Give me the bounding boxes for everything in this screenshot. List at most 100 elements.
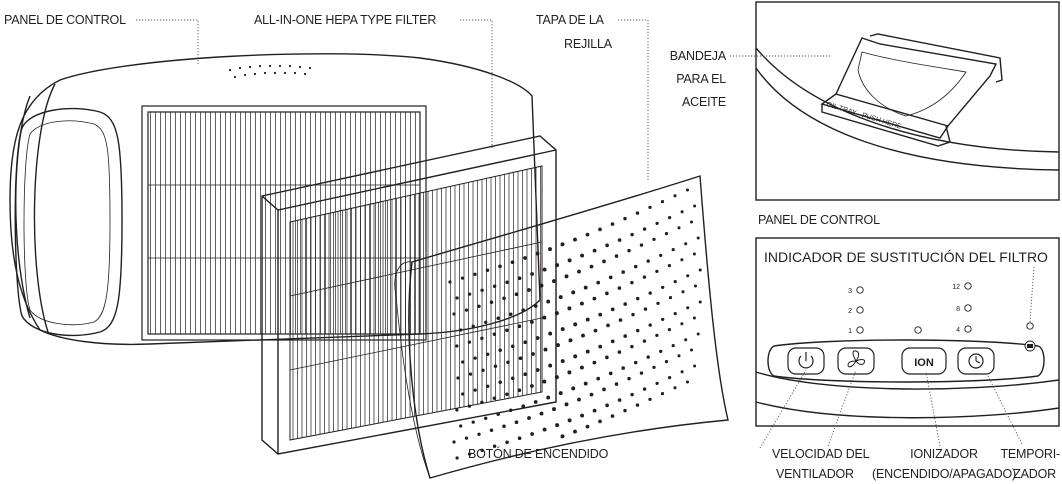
timer-level-4: 4	[956, 327, 960, 334]
label-oil-tray-1: BANDEJA	[670, 49, 727, 63]
vent-hole	[642, 227, 647, 231]
vent-hole	[646, 355, 650, 359]
vent-hole	[623, 334, 627, 338]
vent-hole	[655, 221, 659, 226]
vent-hole	[514, 420, 519, 425]
label-panel-control-top: PANEL DE CONTROL	[4, 13, 126, 27]
vent-hole	[642, 387, 647, 391]
vent-hole	[484, 416, 488, 420]
vent-hole	[505, 440, 509, 445]
vent-hole	[527, 288, 531, 292]
vent-hole	[596, 280, 601, 285]
label-panel-control-section: PANEL DE CONTROL	[758, 213, 880, 227]
label-fan-speed-1: VELOCIDAD DEL	[772, 447, 870, 461]
vent-hole	[505, 328, 509, 333]
vent-hole	[467, 452, 472, 456]
vent-hole	[633, 360, 638, 365]
vent-hole	[659, 253, 663, 258]
vent-hole	[671, 344, 675, 348]
vent-hole	[605, 291, 609, 296]
vent-hole	[496, 412, 500, 417]
vent-hole	[558, 295, 563, 300]
vent-hole	[673, 280, 677, 284]
vent-hole	[631, 312, 635, 317]
vent-hole	[455, 344, 459, 348]
vent-hole	[671, 248, 675, 252]
label-ionizer-2: (ENCENDIDO/APAGADO)	[872, 467, 1016, 481]
vent-hole	[585, 424, 590, 429]
vent-hole	[546, 395, 551, 400]
vent-hole	[698, 268, 702, 272]
vent-hole	[530, 384, 534, 388]
filter-indicator	[1024, 322, 1036, 352]
vent-hole	[635, 296, 640, 301]
vent-hole	[571, 290, 576, 295]
ionizer-button[interactable]: ION	[901, 347, 947, 375]
vent-hole	[473, 272, 477, 276]
vent-hole	[639, 371, 644, 375]
vent-hole	[585, 349, 590, 354]
vent-hole	[621, 366, 625, 370]
vent-hole	[627, 248, 631, 253]
vent-hole	[614, 382, 619, 386]
power-button[interactable]	[787, 347, 825, 375]
vent-hole	[648, 323, 652, 327]
vent-hole	[560, 327, 565, 332]
timer-button[interactable]	[957, 347, 995, 375]
vent-hole	[523, 256, 527, 260]
vent-hole	[502, 296, 506, 301]
vent-hole	[573, 322, 578, 327]
vent-hole	[668, 296, 673, 300]
vent-hole	[517, 324, 522, 329]
vent-hole	[585, 232, 590, 237]
vent-hole	[610, 414, 615, 418]
vent-hole	[555, 263, 560, 268]
vent-hole	[610, 339, 615, 344]
vent-hole	[686, 306, 690, 310]
vent-hole	[496, 316, 500, 321]
hepa-filter	[261, 135, 557, 455]
vent-hole	[455, 408, 459, 412]
vent-hole	[505, 392, 509, 397]
vent-hole	[533, 400, 538, 404]
vent-hole	[648, 397, 652, 402]
leader-lines	[136, 19, 1035, 449]
vent-hole	[543, 347, 548, 352]
fan-speed-button[interactable]	[837, 347, 875, 375]
vent-hole	[493, 364, 498, 369]
vent-hole	[459, 328, 463, 332]
vent-hole	[554, 375, 559, 380]
vent-hole	[598, 419, 602, 424]
vent-hole	[560, 434, 565, 439]
vent-hole	[579, 365, 584, 370]
vent-hole	[554, 311, 559, 316]
vent-hole	[602, 387, 606, 392]
vent-hole	[473, 356, 477, 360]
vent-hole	[567, 418, 572, 423]
vent-hole	[506, 360, 510, 365]
vent-hole	[508, 408, 513, 413]
vent-hole	[502, 424, 506, 429]
vent-hole	[655, 381, 659, 386]
vent-hole	[646, 259, 650, 263]
vent-hole	[617, 286, 622, 290]
vent-hole	[573, 237, 577, 242]
vent-hole	[642, 339, 647, 343]
vent-hole	[684, 338, 688, 342]
vent-hole	[542, 379, 547, 384]
vent-hole	[610, 222, 615, 226]
vent-hole	[660, 392, 665, 396]
vent-hole	[623, 216, 627, 221]
vent-hole	[661, 285, 665, 290]
vent-hole	[693, 364, 697, 368]
vent-hole	[508, 312, 513, 317]
vent-hole	[558, 391, 563, 396]
vent-hole	[577, 269, 581, 274]
vent-hole	[680, 210, 684, 214]
vent-hole	[477, 304, 481, 308]
label-filter-indicator: INDICADOR DE SUSTITUCIÓN DEL FILTRO	[764, 249, 1048, 265]
grille-vent-holes	[448, 188, 702, 460]
speed-indicators: 3 2 1	[848, 286, 864, 335]
vent-hole	[481, 368, 485, 372]
vent-hole	[606, 323, 610, 328]
